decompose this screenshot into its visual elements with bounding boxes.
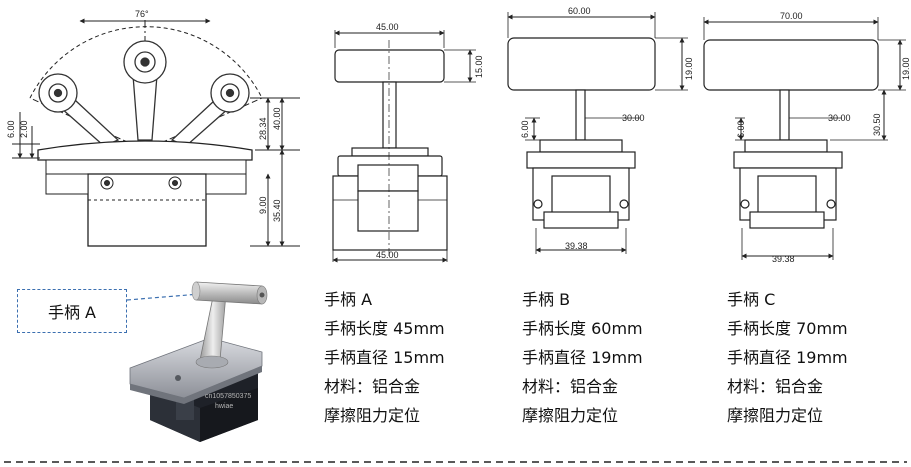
dim-b-left: 6.00 <box>520 120 530 138</box>
dim-b-width-top: 60.00 <box>568 6 591 16</box>
dim-front-height: 15.00 <box>474 55 484 78</box>
photo-text-2: hwiae <box>215 403 233 410</box>
callout-leader <box>126 293 201 301</box>
dim-c-height: 19.00 <box>901 57 911 80</box>
dim-a-4: 40.00 <box>272 107 282 130</box>
drawing-b-view <box>507 12 688 254</box>
dim-c-left: 6.00 <box>736 120 746 138</box>
spec-a-feature: 摩擦阻力定位 <box>324 406 421 425</box>
drawing-front-view <box>332 30 476 263</box>
spec-a-length: 手柄长度 45mm <box>324 319 445 338</box>
product-photo: cn1057850375 hwiae <box>126 281 268 442</box>
callout-handle-a: 手柄 A <box>17 289 127 333</box>
spec-c-name: 手柄 C <box>727 290 776 309</box>
spec-a-material: 材料：铝合金 <box>324 377 421 396</box>
spec-a-name: 手柄 A <box>324 290 373 309</box>
spec-c-length: 手柄长度 70mm <box>727 319 848 338</box>
dim-a-3: 28.34 <box>258 117 268 140</box>
spec-block-b: 手柄 B 手柄长度 60mm 手柄直径 19mm 材料：铝合金 摩擦阻力定位 <box>522 285 643 430</box>
dim-c-width-bottom: 39.38 <box>772 254 795 264</box>
dim-angle: 76° <box>135 9 149 19</box>
spec-b-length: 手柄长度 60mm <box>522 319 643 338</box>
dim-b-shaft: 30.00 <box>622 113 645 123</box>
dim-b-width-bottom: 39.38 <box>565 241 588 251</box>
spec-a-diameter: 手柄直径 15mm <box>324 348 445 367</box>
dim-a-5: 9.00 <box>258 196 268 214</box>
spec-b-feature: 摩擦阻力定位 <box>522 406 619 425</box>
spec-b-material: 材料：铝合金 <box>522 377 619 396</box>
dim-a-1: 6.00 <box>6 120 16 138</box>
spec-block-c: 手柄 C 手柄长度 70mm 手柄直径 19mm 材料：铝合金 摩擦阻力定位 <box>727 285 848 430</box>
dim-a-6: 35.40 <box>272 199 282 222</box>
spec-b-name: 手柄 B <box>522 290 571 309</box>
callout-label: 手柄 A <box>47 303 97 322</box>
spec-c-diameter: 手柄直径 19mm <box>727 348 848 367</box>
dim-c-width-top: 70.00 <box>780 11 803 21</box>
spec-block-a: 手柄 A 手柄长度 45mm 手柄直径 15mm 材料：铝合金 摩擦阻力定位 <box>324 285 445 430</box>
dim-front-width-top: 45.00 <box>376 22 399 32</box>
spec-c-feature: 摩擦阻力定位 <box>727 406 824 425</box>
dim-b-height: 19.00 <box>684 57 694 80</box>
photo-text-1: cn1057850375 <box>205 393 251 400</box>
dim-c-shaft: 30.00 <box>828 113 851 123</box>
drawing-a-side-view <box>12 18 300 247</box>
spec-b-diameter: 手柄直径 19mm <box>522 348 643 367</box>
spec-c-material: 材料：铝合金 <box>727 377 824 396</box>
dim-c-height-right: 30.50 <box>872 113 882 136</box>
drawing-c-view <box>703 17 906 260</box>
swing-arc <box>29 26 263 99</box>
dim-front-width-bottom: 45.00 <box>376 250 399 260</box>
dim-a-2: 2.00 <box>19 120 29 138</box>
